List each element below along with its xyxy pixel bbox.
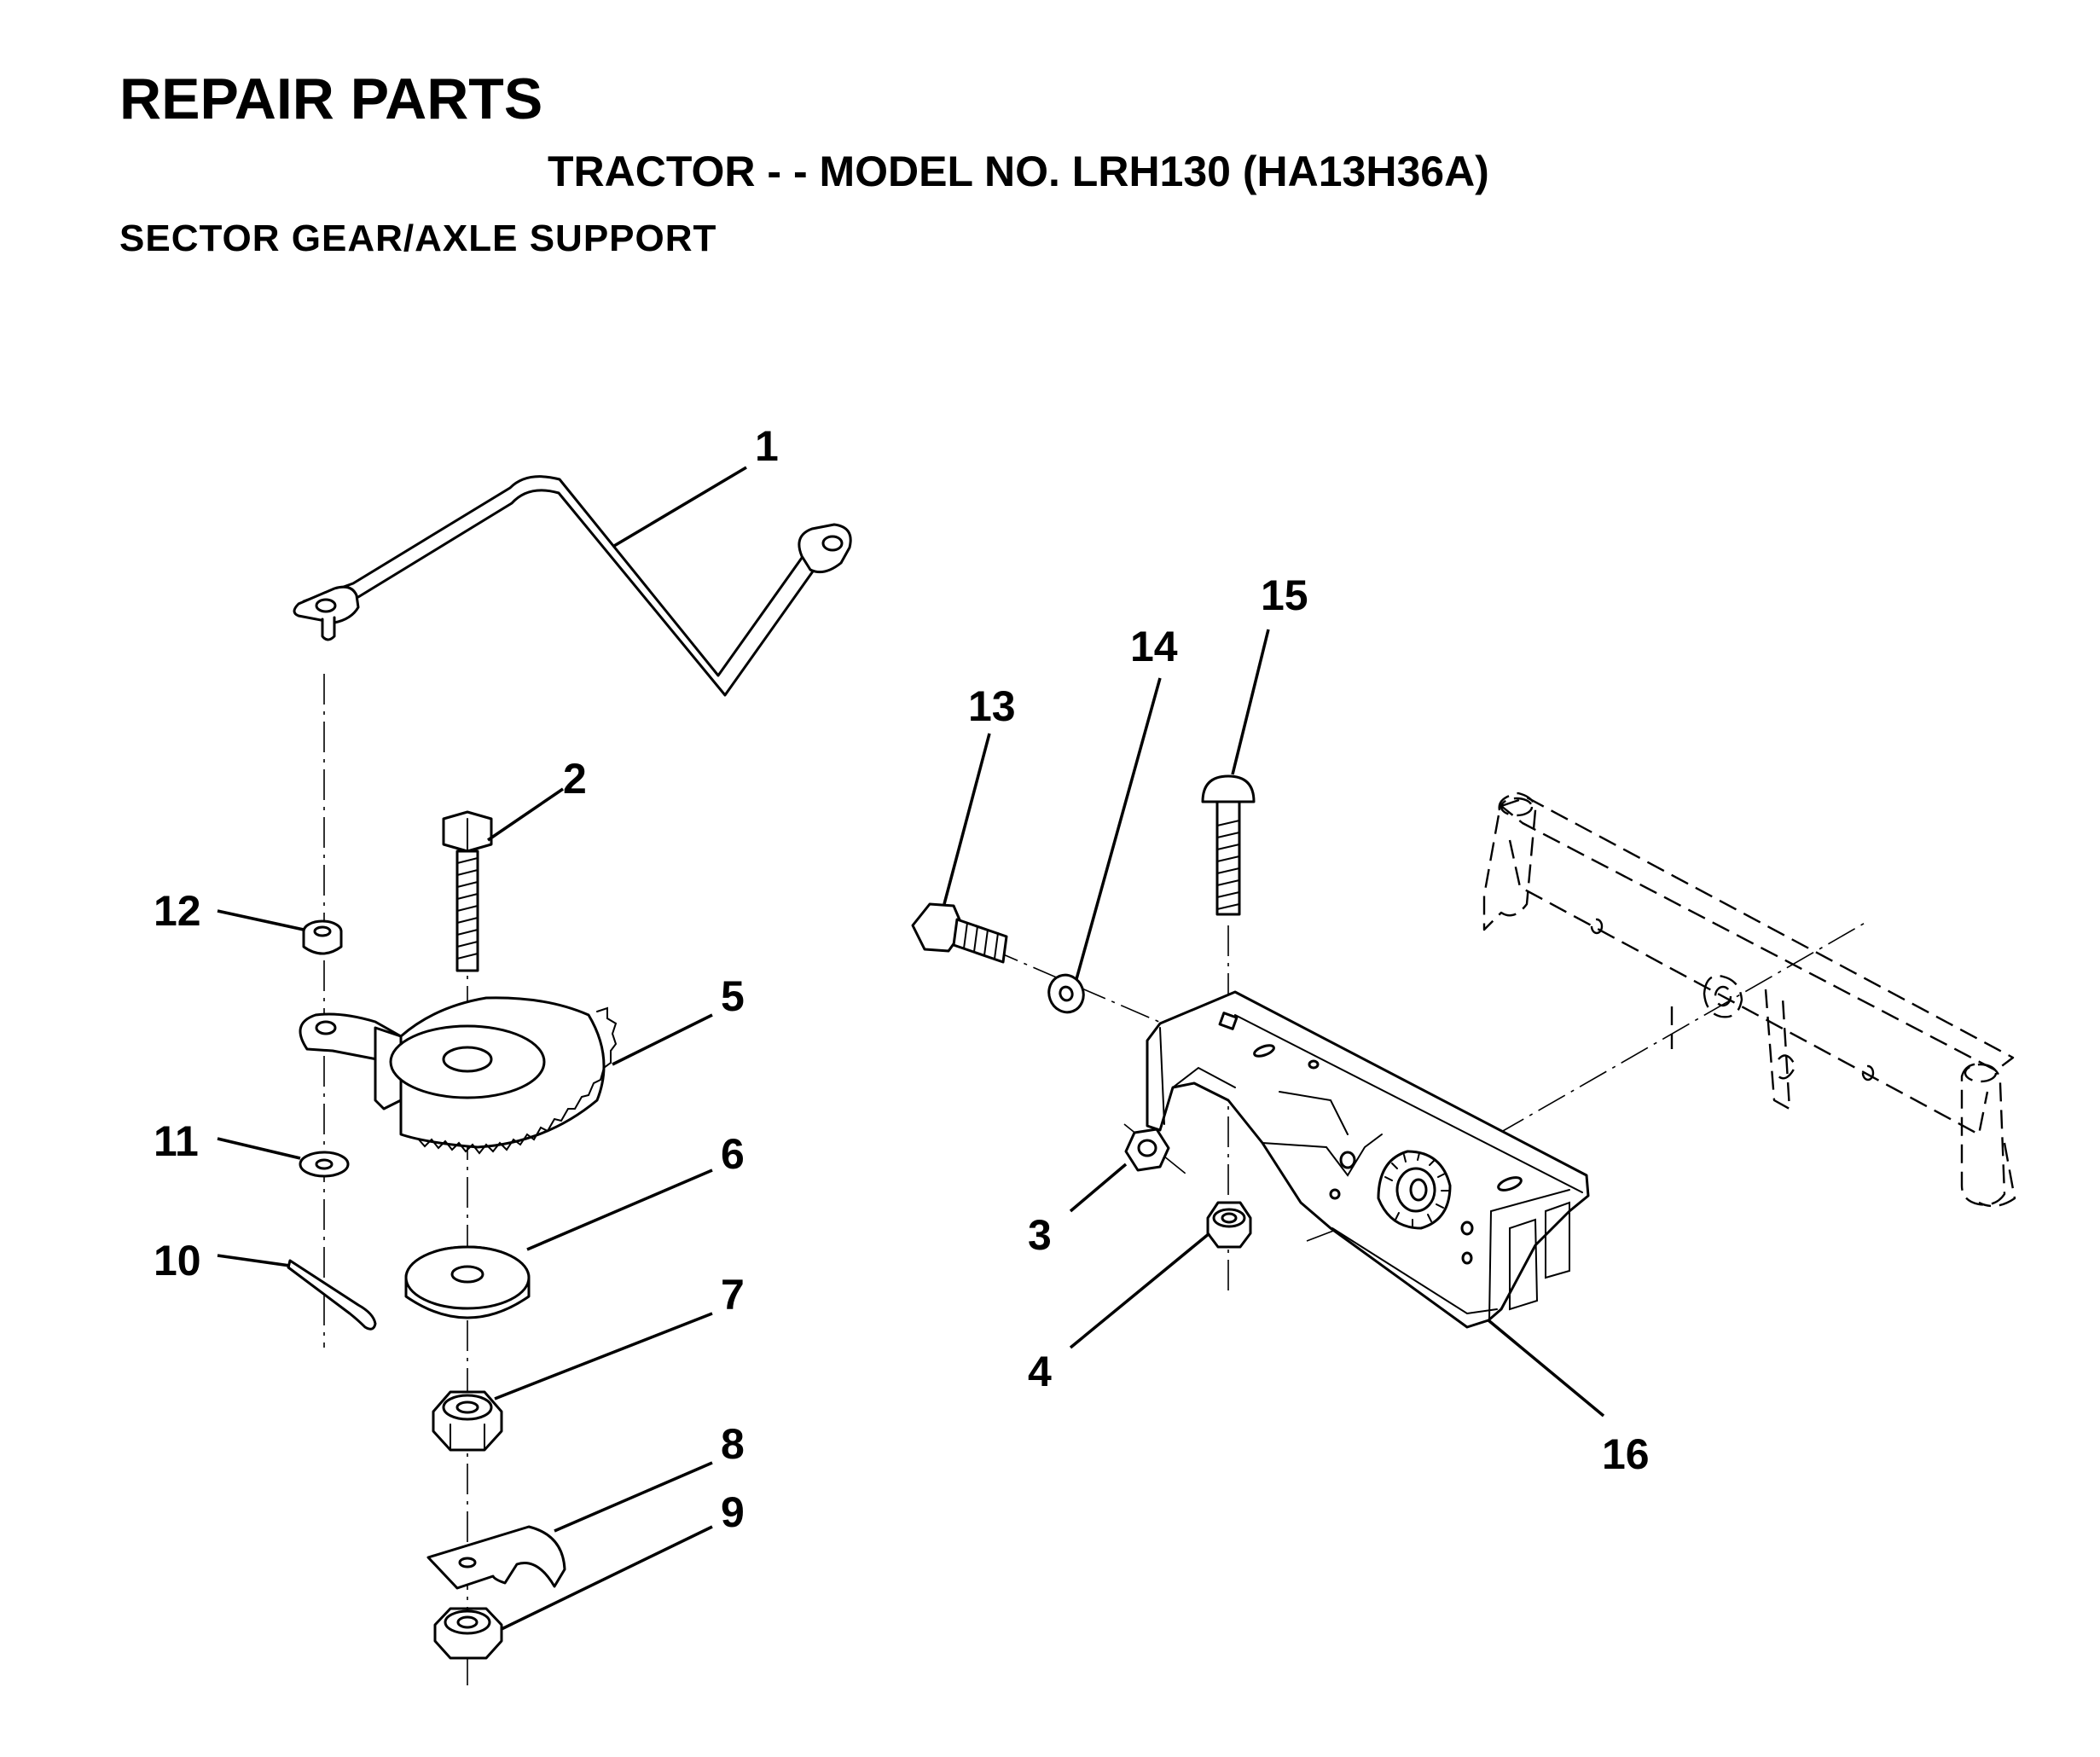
callout-6: 6: [721, 1130, 745, 1178]
spring-clip-part: [426, 1525, 566, 1590]
callout-2: 2: [563, 755, 587, 803]
callout-8: 8: [721, 1420, 745, 1468]
callout-11: 11: [154, 1117, 199, 1165]
hex-nut-part: [432, 1390, 503, 1452]
sector-gear-part: [299, 996, 618, 1155]
cotter-pin-part: [287, 1259, 377, 1331]
callout-3: 3: [1028, 1211, 1052, 1259]
lower-hex-nut-part: [433, 1607, 503, 1660]
flange-nut-part: [1206, 1201, 1252, 1249]
pinion-spacer-part: [404, 1245, 531, 1319]
callout-12: 12: [154, 887, 201, 935]
callout-1: 1: [755, 422, 779, 470]
callout-15: 15: [1261, 571, 1308, 619]
section-title: SECTOR GEAR/AXLE SUPPORT: [119, 217, 717, 259]
assembly-centerlines: [323, 674, 1869, 1689]
callout-9: 9: [721, 1488, 745, 1536]
callout-numbers: 1 2 3 4 5 6 7 8 9 10 11 12 13 14 15 16: [154, 422, 1650, 1536]
page-title: REPAIR PARTS: [119, 67, 543, 131]
hex-bolt-part: [442, 810, 493, 972]
leader-lines: [217, 466, 1605, 1631]
axle-support-bracket-part: [1146, 990, 1590, 1329]
callout-7: 7: [721, 1271, 745, 1319]
callout-13: 13: [968, 682, 1016, 730]
callout-14: 14: [1130, 623, 1178, 670]
carriage-bolt-part: [1201, 774, 1256, 916]
callout-4: 4: [1028, 1348, 1052, 1395]
axle-hex-bolt-part: [911, 902, 1008, 964]
callout-5: 5: [721, 972, 745, 1020]
phantom-front-axle: [1482, 792, 2016, 1208]
flange-lock-nut-part: [302, 919, 343, 955]
drag-link-part: [293, 475, 852, 697]
callout-10: 10: [154, 1237, 201, 1284]
callout-16: 16: [1602, 1430, 1650, 1478]
small-washer-part: [299, 1151, 350, 1178]
model-subtitle: TRACTOR - - MODEL NO. LRH130 (HA13H36A): [548, 148, 1489, 195]
axle-nut-part: [1124, 1128, 1170, 1172]
flat-washer-part: [1047, 973, 1085, 1014]
